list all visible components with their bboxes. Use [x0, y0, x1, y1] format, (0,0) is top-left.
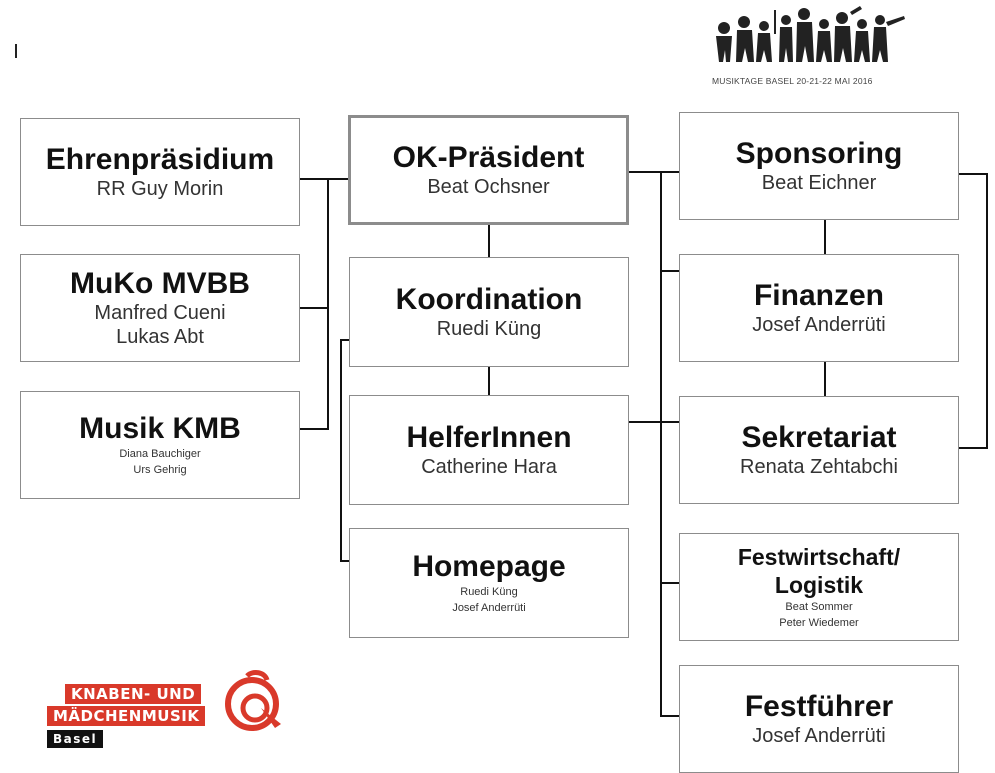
box-person: Beat Eichner [761, 172, 877, 194]
connector [488, 223, 490, 258]
box-person: Manfred Cueni [94, 302, 226, 324]
box-person: Josef Anderrüti [752, 314, 886, 336]
box-title: Festführer [744, 690, 894, 723]
logo-caption: MUSIKTAGE BASEL 20-21-22 MAI 2016 [712, 76, 873, 86]
box-person: Urs Gehrig [133, 464, 187, 476]
kmb-logo: KNABEN- UND MÄDCHENMUSIK Basel [47, 668, 287, 753]
connector [488, 366, 490, 396]
box-title: Sekretariat [741, 421, 897, 454]
box-person: Ruedi Küng [436, 318, 542, 340]
horn-icon [225, 670, 281, 731]
box-ehrenpraesidium: Ehrenpräsidium RR Guy Morin [20, 118, 300, 226]
connector [986, 173, 988, 449]
connector [660, 582, 680, 584]
box-ok-praesident: OK-Präsident Beat Ochsner [348, 115, 629, 225]
box-person: Peter Wiedemer [779, 617, 859, 629]
connector [660, 270, 680, 272]
box-person: RR Guy Morin [96, 178, 224, 200]
box-title: OK-Präsident [392, 141, 585, 174]
connector [660, 171, 662, 717]
box-sponsoring: Sponsoring Beat Eichner [679, 112, 959, 220]
connector [660, 715, 680, 717]
box-title: Sponsoring [735, 137, 903, 170]
box-muko-mvbb: MuKo MVBB Manfred Cueni Lukas Abt [20, 254, 300, 362]
connector [824, 220, 826, 254]
connector [628, 171, 680, 173]
connector [340, 339, 342, 562]
box-title: HelferInnen [406, 421, 572, 454]
box-sekretariat: Sekretariat Renata Zehtabchi [679, 396, 959, 504]
box-person: Josef Anderrüti [452, 602, 526, 614]
box-finanzen: Finanzen Josef Anderrüti [679, 254, 959, 362]
connector [824, 362, 826, 397]
connector [958, 447, 988, 449]
box-title: Koordination [395, 283, 583, 316]
box-title: Logistik [774, 572, 864, 598]
box-musik-kmb: Musik KMB Diana Bauchiger Urs Gehrig [20, 391, 300, 499]
connector [340, 560, 350, 562]
connector [340, 339, 350, 341]
box-person: Ruedi Küng [460, 586, 518, 598]
box-title: MuKo MVBB [70, 267, 250, 300]
kmb-logo-basel: Basel [47, 730, 104, 748]
connector [958, 173, 988, 175]
box-person: Diana Bauchiger [119, 448, 201, 460]
box-title: Homepage [412, 550, 566, 583]
box-festfuehrer: Festführer Josef Anderrüti [679, 665, 959, 773]
box-homepage: Homepage Ruedi Küng Josef Anderrüti [349, 528, 629, 638]
margin-tick [15, 44, 17, 58]
kmb-logo-line: KNABEN- UND [65, 684, 202, 704]
box-title: Finanzen [753, 279, 884, 312]
connector [299, 178, 349, 180]
box-title: Ehrenpräsidium [45, 143, 275, 176]
box-person: Lukas Abt [116, 326, 204, 348]
connector [299, 307, 328, 309]
box-person: Beat Ochsner [427, 176, 550, 198]
box-helferinnen: HelferInnen Catherine Hara [349, 395, 629, 505]
connector [299, 428, 328, 430]
box-title: Festwirtschaft/ [737, 544, 901, 570]
box-person: Josef Anderrüti [752, 725, 886, 747]
box-person: Beat Sommer [785, 601, 853, 613]
box-koordination: Koordination Ruedi Küng [349, 257, 629, 367]
box-festwirtschaft-logistik: Festwirtschaft/ Logistik Beat Sommer Pet… [679, 533, 959, 641]
box-title: Musik KMB [79, 412, 241, 445]
musiktage-logo [716, 6, 905, 62]
box-person: Renata Zehtabchi [740, 456, 898, 478]
box-person: Catherine Hara [421, 456, 557, 478]
kmb-logo-line: MÄDCHENMUSIK [47, 706, 206, 726]
connector [327, 178, 329, 430]
connector [628, 421, 680, 423]
